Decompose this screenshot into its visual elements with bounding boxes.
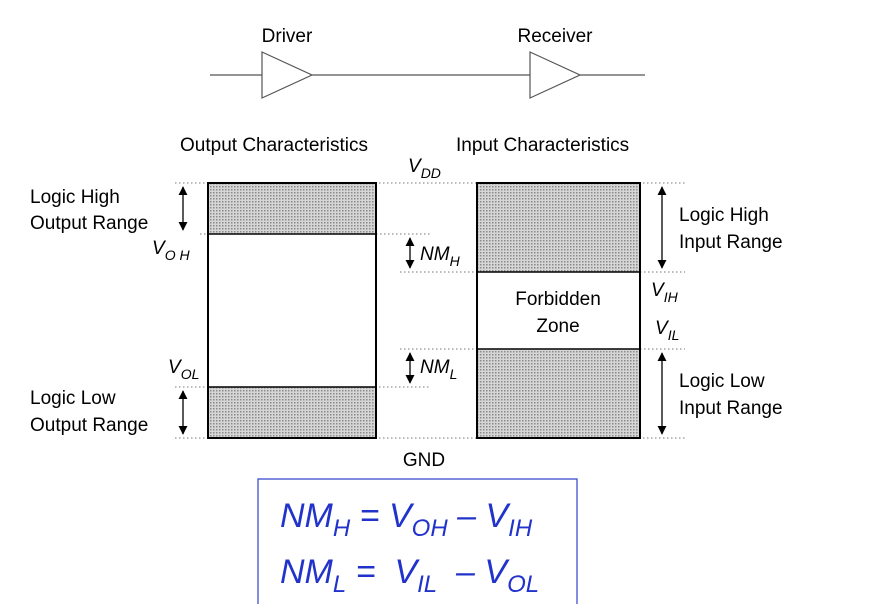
input-high-region <box>477 183 640 272</box>
buffer-chain: Driver Receiver <box>210 26 645 99</box>
gnd-label: GND <box>403 450 445 471</box>
input-box-outline <box>476 182 641 439</box>
output-low-region <box>208 387 376 438</box>
input-low-region <box>477 349 640 438</box>
logic-low-output-range-line1: Logic Low <box>30 388 116 409</box>
output-box <box>207 182 377 439</box>
output-box-outline <box>207 182 377 439</box>
logic-high-output-range-line2: Output Range <box>30 213 148 234</box>
vil-label: VIL <box>655 318 679 343</box>
formula-box: NMH = VOH – VIH NML = VIL – VOL <box>257 478 578 604</box>
logic-low-input-range-line1: Logic Low <box>679 371 765 392</box>
vol-label: VOL <box>168 357 199 382</box>
nmh-formula: NMH = VOH – VIH <box>280 497 533 542</box>
driver-label: Driver <box>262 26 313 47</box>
logic-high-input-range-line1: Logic High <box>679 205 769 226</box>
vih-label: VIH <box>651 280 679 305</box>
logic-low-output-range-line2: Output Range <box>30 415 148 436</box>
receiver-label: Receiver <box>518 26 594 47</box>
vdd-label: VDD <box>408 156 441 181</box>
output-characteristics-title: Output Characteristics <box>180 135 368 156</box>
nml-formula: NML = VIL – VOL <box>280 553 539 598</box>
output-high-region <box>208 183 376 234</box>
formula-box-border <box>257 478 578 604</box>
logic-high-input-range-line2: Input Range <box>679 232 783 253</box>
forbidden-zone-line2: Zone <box>536 316 579 337</box>
logic-low-input-range-line2: Input Range <box>679 398 783 419</box>
nml-label: NML <box>420 357 457 382</box>
input-box: Forbidden Zone <box>476 182 641 439</box>
forbidden-zone-line1: Forbidden <box>515 289 601 310</box>
logic-high-output-range-line1: Logic High <box>30 187 120 208</box>
voh-label: VO H <box>152 238 190 263</box>
input-characteristics-title: Input Characteristics <box>456 135 629 156</box>
nmh-label: NMH <box>420 244 461 269</box>
receiver-buffer-icon <box>529 51 582 99</box>
driver-buffer-icon <box>261 51 314 99</box>
